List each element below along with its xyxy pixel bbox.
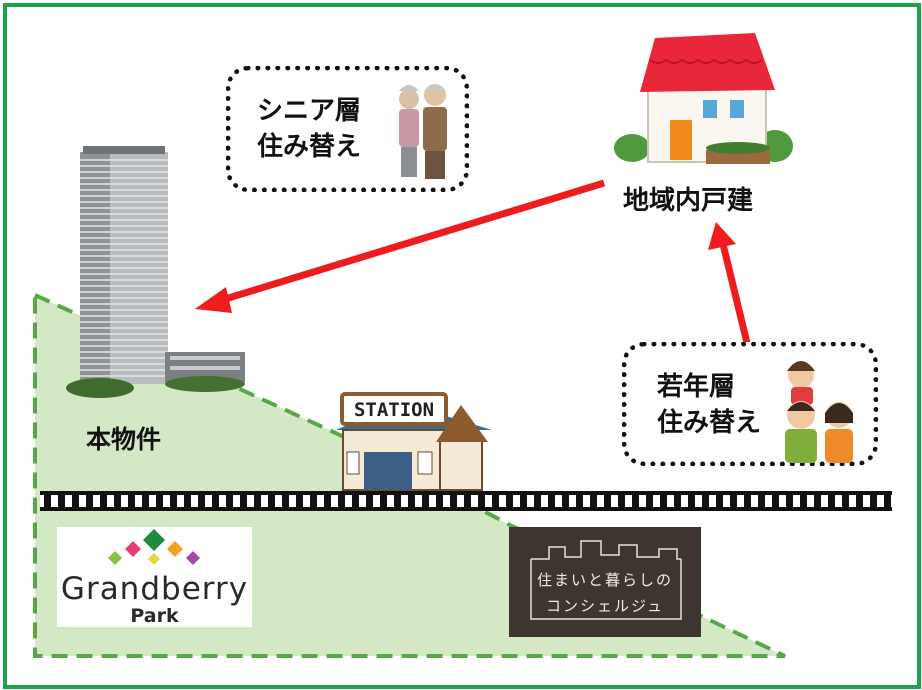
station-icon: STATION — [336, 394, 492, 490]
track-sleeper — [296, 495, 303, 507]
track-sleeper — [352, 495, 359, 507]
track-sleeper — [688, 495, 695, 507]
track-sleeper — [660, 495, 667, 507]
track-sleeper — [58, 495, 65, 507]
track-sleeper — [618, 495, 625, 507]
concierge-sign: 住まいと暮らしの コンシェルジュ — [509, 527, 701, 637]
track-sleeper — [100, 495, 107, 507]
senior-couple-icon — [389, 77, 459, 185]
track-sleeper — [506, 495, 513, 507]
track-sleeper — [870, 495, 877, 507]
track-sleeper — [226, 495, 233, 507]
railway-track-icon — [40, 491, 892, 511]
young-relocation-bubble: 若年層 住み替え — [622, 342, 878, 466]
track-sleeper — [408, 495, 415, 507]
track-sleeper — [450, 495, 457, 507]
track-sleeper — [114, 495, 121, 507]
grandberry-park-logo: Grandberry Park — [57, 527, 252, 627]
track-sleeper — [184, 495, 191, 507]
track-sleeper — [828, 495, 835, 507]
concierge-line2: コンシェルジュ — [509, 595, 701, 616]
track-sleeper — [702, 495, 709, 507]
track-sleeper — [744, 495, 751, 507]
logo-diamonds-icon — [57, 527, 252, 567]
track-sleeper — [212, 495, 219, 507]
track-sleeper — [156, 495, 163, 507]
house-icon — [614, 33, 793, 164]
young-family-icon — [773, 351, 863, 465]
track-sleeper — [730, 495, 737, 507]
track-sleeper — [422, 495, 429, 507]
track-sleeper — [632, 495, 639, 507]
track-sleeper — [338, 495, 345, 507]
track-sleeper — [758, 495, 765, 507]
track-sleeper — [478, 495, 485, 507]
track-sleeper — [380, 495, 387, 507]
track-sleeper — [464, 495, 471, 507]
track-sleeper — [72, 495, 79, 507]
track-sleeper — [800, 495, 807, 507]
track-sleeper — [86, 495, 93, 507]
track-sleeper — [366, 495, 373, 507]
track-sleeper — [492, 495, 499, 507]
track-sleeper — [856, 495, 863, 507]
logo-wordmark: Grandberry — [57, 571, 252, 607]
property-label: 本物件 — [86, 420, 161, 456]
track-sleeper — [814, 495, 821, 507]
track-sleeper — [590, 495, 597, 507]
track-sleeper — [324, 495, 331, 507]
track-sleeper — [282, 495, 289, 507]
senior-relocation-bubble: シニア層 住み替え — [226, 66, 469, 192]
track-sleeper — [142, 495, 149, 507]
track-sleeper — [716, 495, 723, 507]
track-sleeper — [170, 495, 177, 507]
young-bubble-line1: 若年層 — [657, 369, 735, 405]
track-sleeper — [436, 495, 443, 507]
track-sleeper — [394, 495, 401, 507]
track-sleeper — [772, 495, 779, 507]
track-sleeper — [562, 495, 569, 507]
track-sleeper — [268, 495, 275, 507]
senior-bubble-line1: シニア層 — [257, 93, 361, 129]
track-sleeper — [786, 495, 793, 507]
track-sleeper — [842, 495, 849, 507]
track-sleeper — [646, 495, 653, 507]
track-sleeper — [310, 495, 317, 507]
logo-subtitle: Park — [57, 605, 252, 627]
track-sleeper — [254, 495, 261, 507]
track-sleeper — [198, 495, 205, 507]
senior-bubble-line2: 住み替え — [257, 129, 361, 165]
young-bubble-line2: 住み替え — [657, 405, 761, 441]
track-sleeper — [674, 495, 681, 507]
local-house-label: 地域内戸建 — [623, 180, 753, 217]
track-sleeper — [534, 495, 541, 507]
station-sign-text: STATION — [354, 399, 434, 421]
track-sleeper — [128, 495, 135, 507]
tower-icon — [66, 146, 245, 398]
track-sleeper — [576, 495, 583, 507]
track-sleeper — [884, 495, 891, 507]
track-sleeper — [520, 495, 527, 507]
concierge-line1: 住まいと暮らしの — [509, 569, 701, 590]
track-sleeper — [548, 495, 555, 507]
track-sleeper — [44, 495, 51, 507]
track-sleeper — [240, 495, 247, 507]
track-sleeper — [604, 495, 611, 507]
